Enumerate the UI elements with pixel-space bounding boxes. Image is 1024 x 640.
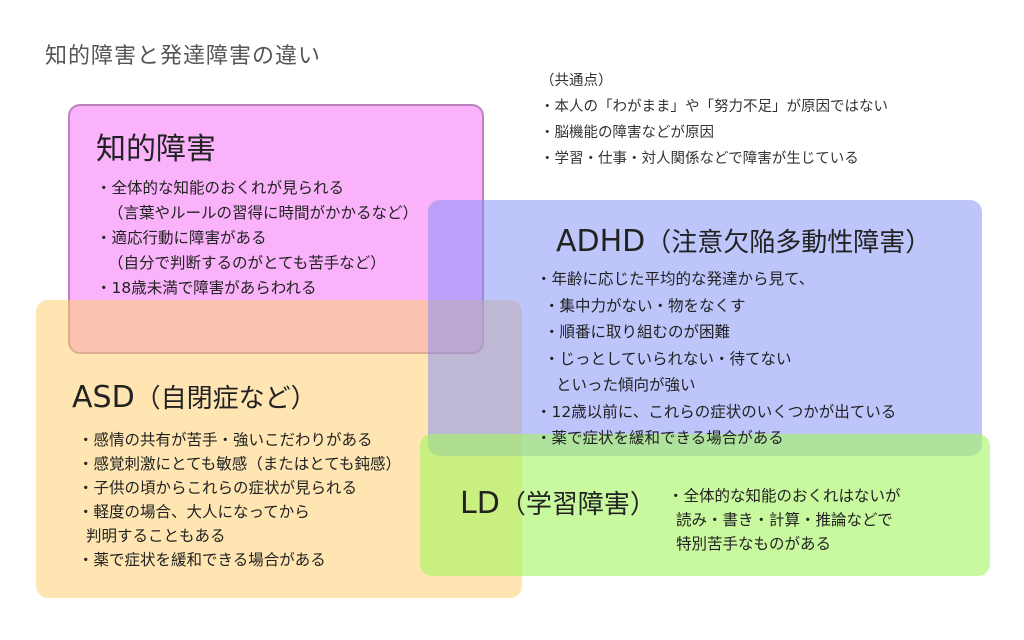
common-points-heading: （共通点） bbox=[540, 73, 613, 89]
list-item: ・12歳以前に、これらの症状のいくつかが出ている bbox=[536, 402, 897, 421]
common-points: （共通点） ・本人の「わがまま」や「努力不足」が原因ではない ・脳機能の障害など… bbox=[540, 68, 888, 172]
ld-region bbox=[420, 434, 990, 576]
list-item: ・じっとしていられない・待てない bbox=[544, 349, 792, 368]
list-item: ・薬で症状を緩和できる場合がある bbox=[536, 429, 784, 447]
adhd-region bbox=[428, 200, 982, 456]
intellectual-disability-list: ・全体的な知能のおくれが見られる （言葉やルールの習得に時間がかかるなど） ・適… bbox=[96, 176, 418, 301]
list-item: （自分で判断するのがとても苦手など） bbox=[108, 254, 386, 272]
common-point-line: ・学習・仕事・対人関係などで障害が生じている bbox=[540, 151, 859, 167]
list-item: ・適応行動に障害がある bbox=[96, 229, 267, 247]
ld-list: ・全体的な知能のおくれはないが 読み・書き・計算・推論などで 特別苦手なものがあ… bbox=[668, 484, 901, 556]
intellectual-disability-title: 知的障害 bbox=[96, 132, 216, 167]
list-item: ・薬で症状を緩和できる場合がある bbox=[78, 551, 326, 569]
list-item: ・年齢に応じた平均的な発達から見て、 bbox=[536, 270, 815, 288]
list-item: 読み・書き・計算・推論などで bbox=[676, 511, 893, 529]
adhd-title: ADHD bbox=[556, 224, 646, 259]
list-item: ・全体的な知能のおくれはないが bbox=[668, 487, 901, 505]
common-point-line: ・本人の「わがまま」や「努力不足」が原因ではない bbox=[540, 99, 888, 115]
list-item: （言葉やルールの習得に時間がかかるなど） bbox=[108, 204, 419, 222]
adhd-heading: ADHD（注意欠陥多動性障害） bbox=[556, 222, 931, 259]
list-item: ・順番に取り組むのが困難 bbox=[544, 323, 731, 341]
asd-list: ・感情の共有が苦手・強いこだわりがある ・感覚刺激にとても敏感（またはとても鈍感… bbox=[78, 428, 401, 572]
list-item: 判明することもある bbox=[86, 527, 226, 545]
list-item: ・全体的な知能のおくれが見られる bbox=[96, 179, 345, 197]
list-item: ・感情の共有が苦手・強いこだわりがある bbox=[78, 431, 373, 449]
list-item: ・軽度の場合、大人になってから bbox=[78, 503, 310, 521]
asd-title: ASD bbox=[72, 380, 135, 415]
intellectual-disability-heading: 知的障害 bbox=[96, 124, 216, 168]
adhd-list: ・年齢に応じた平均的な発達から見て、 ・集中力がない・物をなくす ・順番に取り組… bbox=[536, 266, 896, 452]
list-item: ・感覚刺激にとても敏感（またはとても鈍感） bbox=[78, 455, 402, 473]
ld-heading: LD（学習障害） bbox=[460, 484, 656, 521]
ld-title: LD bbox=[460, 486, 500, 521]
adhd-subtitle: （注意欠陥多動性障害） bbox=[645, 228, 932, 258]
asd-heading: ASD（自閉症など） bbox=[72, 378, 317, 415]
common-point-line: ・脳機能の障害などが原因 bbox=[540, 125, 714, 141]
list-item: ・子供の頃からこれらの症状が見られる bbox=[78, 479, 358, 497]
page-title: 知的障害と発達障害の違い bbox=[45, 44, 322, 69]
asd-subtitle: （自閉症など） bbox=[134, 384, 317, 414]
list-item: といった傾向が強い bbox=[556, 376, 696, 394]
list-item: ・集中力がない・物をなくす bbox=[544, 296, 746, 315]
list-item: 特別苦手なものがある bbox=[676, 535, 832, 553]
ld-subtitle: （学習障害） bbox=[499, 490, 656, 520]
list-item: ・18歳未満で障害があらわれる bbox=[96, 279, 317, 297]
